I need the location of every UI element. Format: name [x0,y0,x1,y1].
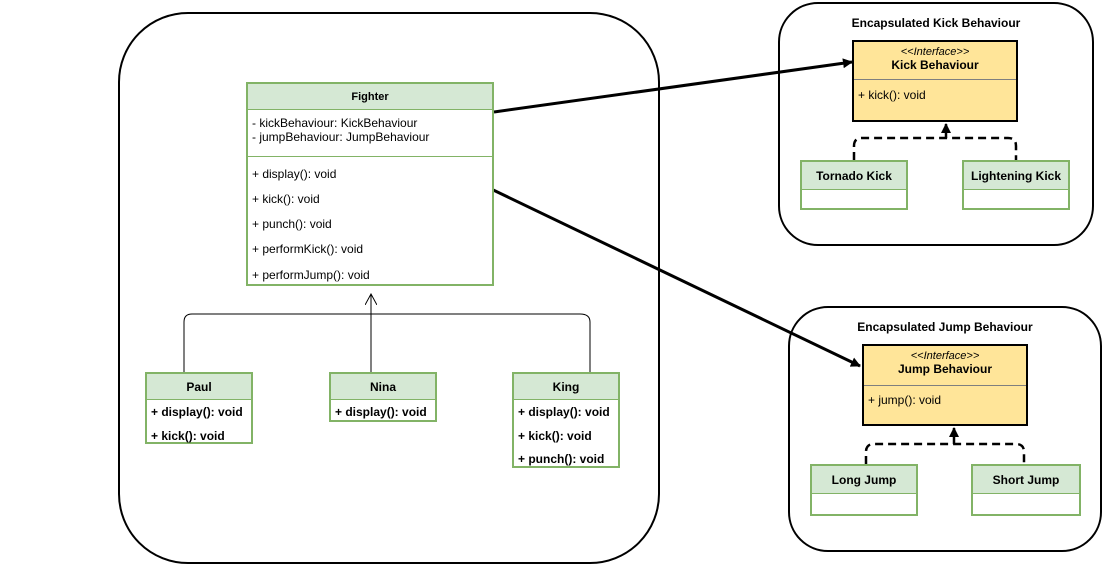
kick-interface-header: <<Interface>> Kick Behaviour [854,42,1016,80]
jump-interface-method: + jump(): void [868,393,942,407]
fighter-method: + performKick(): void [252,242,364,256]
kick-association-arrow [493,58,853,114]
kick-interface-method: + kick(): void [858,88,926,102]
nina-class-name: Nina [331,374,435,400]
fighter-method: + display(): void [252,167,337,181]
fighter-class-name: Fighter [248,84,492,110]
fighter-attribute: - kickBehaviour: KickBehaviour [252,116,418,130]
king-method: + kick(): void [518,429,592,443]
paul-class: Paul + display(): void + kick(): void [145,372,253,444]
kick-realization-connector [852,136,1018,160]
king-class-name: King [514,374,618,400]
short-jump-class: Short Jump [971,464,1081,516]
paul-class-name: Paul [147,374,251,400]
jump-interface-name: Jump Behaviour [897,362,993,376]
kick-interface-name: Kick Behaviour [891,58,979,72]
short-jump-name: Short Jump [973,466,1079,494]
paul-method: + kick(): void [151,429,225,443]
fighter-method: + performJump(): void [252,268,370,282]
fighter-attribute: - jumpBehaviour: JumpBehaviour [252,130,430,144]
jump-interface-header: <<Interface>> Jump Behaviour [864,346,1026,386]
jump-behaviour-interface: <<Interface>> Jump Behaviour + jump(): v… [862,344,1028,426]
long-jump-class: Long Jump [810,464,918,516]
jump-group-title: Encapsulated Jump Behaviour [857,320,1033,334]
jump-interface-stereotype: <<Interface>> [910,350,980,362]
lightening-kick-class: Lightening Kick [962,160,1070,210]
long-jump-name: Long Jump [812,466,916,494]
kick-group-title: Encapsulated Kick Behaviour [851,16,1021,30]
jump-realization-connector [864,442,1026,464]
inheritance-connector [183,313,591,372]
king-method: + punch(): void [518,452,605,466]
tornado-kick-name: Tornado Kick [802,162,906,190]
nina-class: Nina + display(): void [329,372,437,422]
king-method: + display(): void [518,405,610,419]
kick-interface-stereotype: <<Interface>> [900,46,970,58]
kick-behaviour-interface: <<Interface>> Kick Behaviour + kick(): v… [852,40,1018,122]
nina-method: + display(): void [335,405,427,419]
fighter-divider [248,156,492,157]
lightening-kick-name: Lightening Kick [964,162,1068,190]
fighter-class: Fighter - kickBehaviour: KickBehaviour -… [246,82,494,286]
king-class: King + display(): void + kick(): void + … [512,372,620,468]
fighter-method: + punch(): void [252,217,332,231]
paul-method: + display(): void [151,405,243,419]
fighter-method: + kick(): void [252,192,320,206]
tornado-kick-class: Tornado Kick [800,160,908,210]
